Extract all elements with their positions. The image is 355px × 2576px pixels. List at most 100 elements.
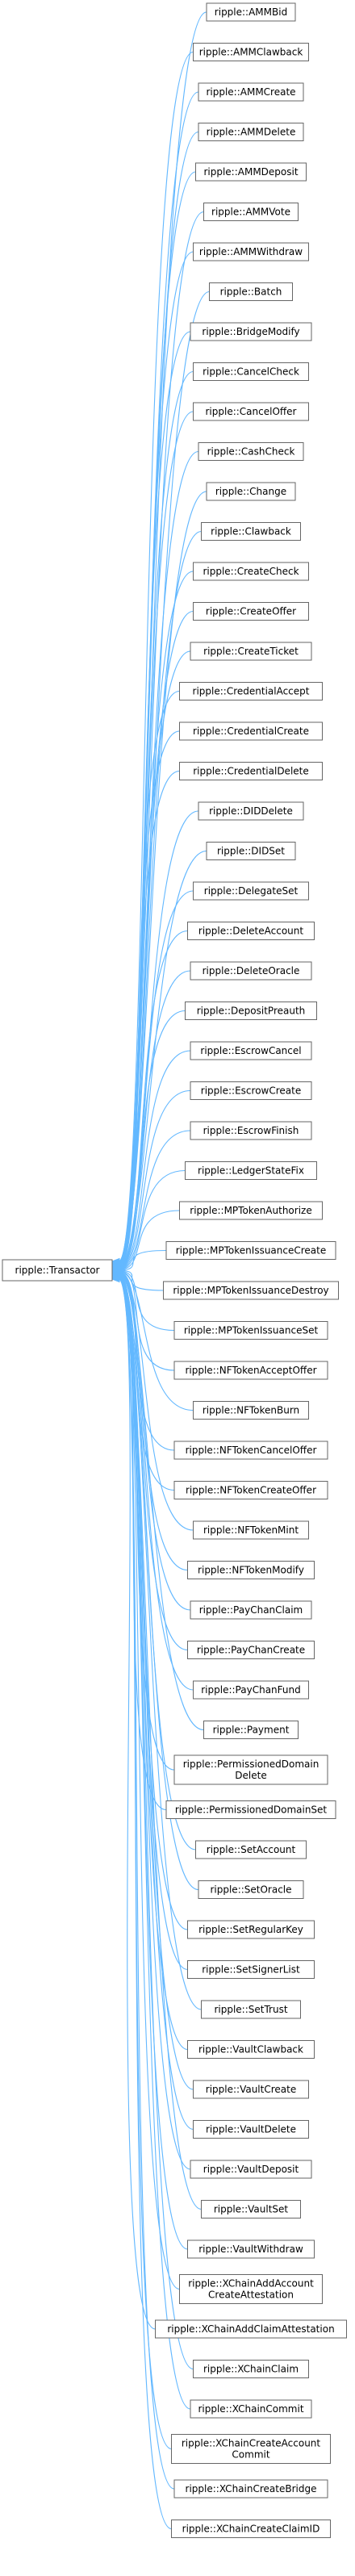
class-node[interactable]: ripple::CreateOffer [193, 602, 309, 621]
class-node[interactable]: ripple::PayChanFund [193, 1680, 309, 1700]
class-node[interactable]: ripple::NFTokenModify [187, 1561, 315, 1579]
class-node[interactable]: ripple::Payment [203, 1721, 299, 1739]
class-node[interactable]: ripple::NFTokenBurn [193, 1401, 309, 1420]
class-node[interactable]: ripple::AMMDelete [198, 123, 304, 141]
class-node-label: ripple::SetAccount [207, 1844, 296, 1855]
class-node[interactable]: ripple::MPTokenIssuanceDestroy [163, 1281, 339, 1300]
class-node[interactable]: ripple::EscrowCancel [190, 1041, 312, 1060]
inheritance-edge [118, 1269, 175, 1332]
class-node[interactable]: ripple::XChainCreateClaimID [171, 2520, 331, 2538]
class-node-label: ripple::VaultClawback [198, 2044, 303, 2055]
class-node[interactable]: ripple::NFTokenCancelOffer [173, 1441, 328, 1460]
class-node[interactable]: ripple::Batch [209, 282, 293, 301]
class-node[interactable]: ripple::SetRegularKey [187, 1920, 315, 1939]
class-node-label: ripple::Payment [213, 1725, 290, 1736]
class-node[interactable]: ripple::Change [206, 482, 296, 501]
class-node[interactable]: ripple::DepositPreauth [185, 1002, 317, 1020]
class-node-box [190, 642, 312, 661]
class-node-box [187, 1920, 315, 1939]
class-node-box [206, 842, 296, 860]
class-node[interactable]: ripple::SetTrust [201, 2000, 301, 2019]
class-node-label: ripple::MPTokenIssuanceCreate [176, 1245, 327, 1257]
class-node[interactable]: ripple::CancelOffer [193, 402, 309, 421]
class-node[interactable]: ripple::SetSignerList [187, 1960, 315, 1979]
class-node[interactable]: ripple::CashCheck [198, 442, 304, 461]
class-node[interactable]: ripple::MPTokenAuthorize [179, 1201, 323, 1220]
class-node[interactable]: ripple::DeleteOracle [190, 961, 312, 981]
class-node[interactable]: ripple::CredentialCreate [179, 721, 323, 741]
class-node[interactable]: ripple::PermissionedDomainSet [165, 1800, 336, 1819]
class-node[interactable]: ripple::VaultWithdraw [187, 2239, 315, 2259]
class-node-box [190, 2160, 312, 2179]
class-node[interactable]: ripple::CredentialDelete [179, 762, 323, 780]
class-node[interactable]: ripple::MPTokenIssuanceCreate [165, 1241, 336, 1260]
class-node-label: ripple::PermissionedDomain [183, 1758, 320, 1770]
class-node[interactable]: ripple::Clawback [201, 522, 301, 541]
class-node[interactable]: ripple::NFTokenAcceptOffer [173, 1361, 328, 1380]
class-node[interactable]: ripple::DeleteAccount [187, 922, 315, 940]
class-node[interactable]: ripple::DIDDelete [198, 801, 304, 821]
class-node[interactable]: ripple::VaultSet [201, 2200, 301, 2218]
class-node[interactable]: ripple::CancelCheck [193, 362, 309, 381]
inheritance-edge [118, 1010, 186, 1269]
class-node[interactable]: ripple::AMMVote [203, 203, 299, 221]
class-node[interactable]: ripple::CreateCheck [193, 562, 309, 581]
class-node-box [201, 2000, 301, 2019]
class-node-label: ripple::Batch [220, 286, 282, 298]
class-node[interactable]: ripple::XChainAddClaimAttestation [155, 2319, 347, 2339]
class-node-box [173, 1441, 328, 1460]
class-node[interactable]: ripple::EscrowFinish [190, 1121, 312, 1140]
class-node-label: ripple::SetOracle [210, 1884, 291, 1896]
class-node[interactable]: ripple::DIDSet [206, 842, 296, 860]
class-node[interactable]: ripple::VaultClawback [187, 2040, 315, 2059]
inheritance-edge [118, 1273, 199, 1891]
class-node[interactable]: ripple::XChainAddAccountCreateAttestatio… [179, 2274, 323, 2304]
class-node-label: ripple::Change [215, 486, 286, 497]
class-node[interactable]: ripple::AMMWithdraw [193, 242, 309, 261]
class-node[interactable]: ripple::BridgeModify [190, 322, 312, 341]
class-node-label: ripple::VaultWithdraw [198, 2244, 303, 2255]
class-node-label: CreateAttestation [208, 2290, 294, 2301]
class-node[interactable]: ripple::PayChanClaim [190, 1600, 312, 1620]
class-node[interactable]: ripple::XChainCommit [190, 2399, 312, 2419]
class-node[interactable]: ripple::LedgerStateFix [185, 1161, 317, 1180]
class-node[interactable]: ripple::MPTokenIssuanceSet [173, 1321, 328, 1340]
class-node-label: ripple::AMMClawback [199, 47, 303, 58]
base-class-node[interactable]: ripple::Transactor [2, 1259, 113, 1282]
class-node-box [198, 442, 304, 461]
class-node[interactable]: ripple::CredentialAccept [179, 682, 323, 700]
class-node[interactable]: ripple::SetAccount [195, 1840, 307, 1859]
class-node-label: Commit [232, 2449, 269, 2461]
class-node-box [201, 2200, 301, 2218]
class-node[interactable]: ripple::VaultCreate [193, 2080, 309, 2099]
class-node-box [179, 2274, 323, 2304]
class-node-box [193, 242, 309, 261]
class-node-box [190, 322, 312, 341]
class-node-box [195, 162, 307, 182]
class-node[interactable]: ripple::AMMDeposit [195, 162, 307, 182]
class-node-box [209, 282, 293, 301]
class-node-label: ripple::VaultCreate [206, 2084, 296, 2095]
class-node[interactable]: ripple::AMMClawback [193, 43, 309, 61]
class-node-box [187, 1960, 315, 1979]
class-node[interactable]: ripple::VaultDeposit [190, 2160, 312, 2179]
class-node[interactable]: ripple::SetOracle [198, 1880, 304, 1899]
class-node-box [173, 1754, 328, 1785]
class-node[interactable]: ripple::AMMBid [206, 2, 296, 22]
class-node[interactable]: ripple::XChainClaim [193, 2360, 309, 2378]
class-node-label: ripple::DeleteAccount [198, 926, 303, 937]
class-node[interactable]: ripple::EscrowCreate [190, 1081, 312, 1100]
class-node[interactable]: ripple::XChainCreateBridge [173, 2479, 328, 2499]
class-node-box [173, 1361, 328, 1380]
class-node[interactable]: ripple::VaultDelete [193, 2120, 309, 2139]
class-node[interactable]: ripple::DelegateSet [193, 881, 309, 901]
class-node[interactable]: ripple::NFTokenCreateOffer [173, 1481, 328, 1499]
class-node[interactable]: ripple::CreateTicket [190, 642, 312, 661]
class-node[interactable]: ripple::PayChanCreate [187, 1641, 315, 1659]
class-node-box [173, 1481, 328, 1499]
inheritance-edge [118, 1130, 191, 1270]
class-node[interactable]: ripple::AMMCreate [198, 82, 304, 102]
class-node[interactable]: ripple::NFTokenMint [193, 1520, 309, 1540]
